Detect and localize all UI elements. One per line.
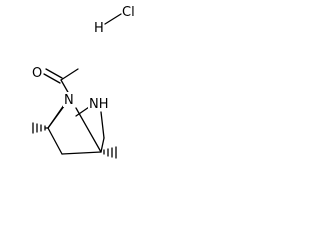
carbonyl-bond-2 [43, 73, 61, 84]
carbonyl-to-nitrogen-bond [60, 79, 70, 95]
bridge-nitrogen-gap [63, 92, 76, 107]
amine-nitrogen-gap [88, 96, 110, 111]
carbonyl-bond-1 [45, 68, 63, 79]
bridge-nitrogen-label: N [64, 93, 74, 108]
bridge-nitrogen-to-right-bridgehead-bond [75, 107, 102, 153]
amine-nitrogen-label: NH [89, 97, 109, 112]
left-bridgehead-to-ch2-bond [47, 127, 63, 155]
back-bridge-bond [100, 137, 105, 153]
left-stereo-hashed-wedge [32, 122, 49, 134]
hydrochloride-salt: H Cl [94, 5, 135, 36]
salt-hydrogen-label: H [94, 21, 104, 36]
bridge-nitrogen-to-left-bridgehead-bond [47, 104, 65, 129]
chemical-structure-diagram: H Cl O N NH [32, 5, 135, 159]
h-cl-bond [104, 13, 122, 25]
acetyl-group: O [32, 66, 79, 95]
amine-to-right-bridgehead-bond [100, 111, 105, 139]
methyl-bond [60, 68, 79, 81]
oxygen-label: O [32, 66, 42, 81]
salt-chlorine-label: Cl [122, 5, 135, 20]
diazabicycloheptane-core: N NH [47, 92, 110, 155]
ch2-to-right-bridgehead-bond [61, 151, 102, 155]
right-stereo-hashed-wedge [103, 146, 117, 159]
